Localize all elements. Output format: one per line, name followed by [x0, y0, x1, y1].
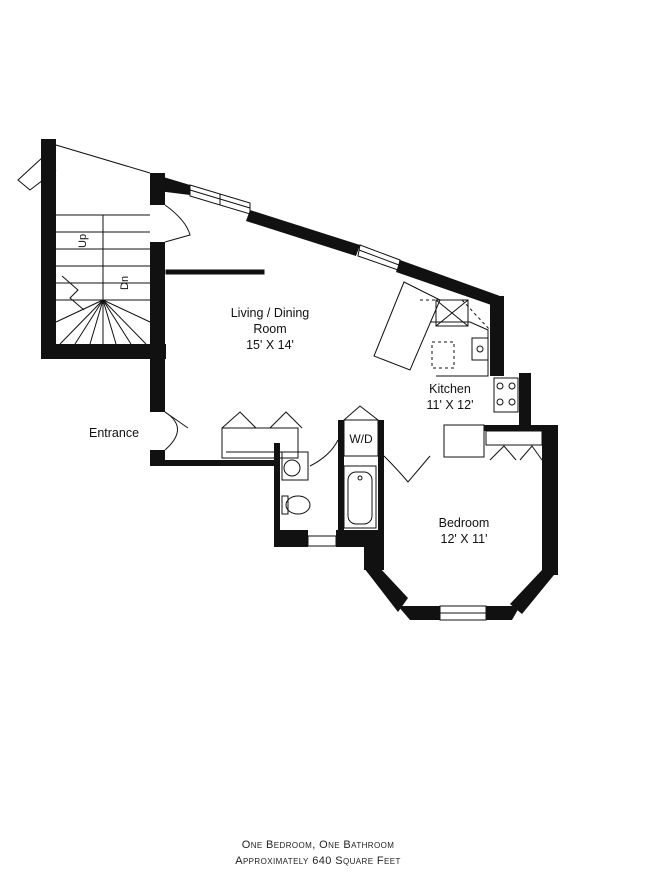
kitchen-counter — [443, 424, 485, 458]
stair-wall-right — [150, 242, 165, 357]
bath-wall-south-1 — [274, 530, 308, 547]
vanity — [281, 451, 309, 481]
living-room-name-line2: Room — [253, 322, 286, 336]
bedroom-bay-bottom-right — [486, 606, 520, 620]
kitchen-sink-icon — [471, 337, 489, 361]
bath-wall-east — [338, 420, 344, 532]
stair-down-label: Dn — [119, 276, 131, 290]
stair-wall-left — [41, 139, 56, 359]
dishwasher-icon — [431, 341, 455, 369]
north-wall-3 — [396, 260, 500, 308]
bath-wall-south-2 — [336, 530, 380, 547]
toilet-icon — [285, 495, 311, 515]
kitchen-fixtures — [373, 281, 519, 458]
living-wall-south — [150, 460, 280, 466]
windows — [189, 184, 487, 621]
stair-wall-bottom — [41, 344, 166, 359]
bathroom-fixtures — [281, 451, 377, 547]
kitchen-island — [373, 281, 441, 371]
bedroom-wall-east — [542, 425, 558, 575]
washer-dryer-label: W/D — [349, 432, 373, 446]
kitchen-wall-east — [490, 296, 504, 376]
kitchen-wall-east-2 — [519, 373, 531, 425]
range-icon — [493, 377, 519, 413]
living-room-dims: 15' X 14' — [246, 338, 294, 352]
bedroom-corner — [364, 545, 384, 570]
bedroom-wall-north — [484, 425, 558, 431]
fridge-icon — [435, 299, 469, 327]
bedroom-bay-left — [364, 568, 408, 612]
kitchen-dims: 11' X 12' — [427, 398, 474, 412]
caption-line2: Approximately 640 Square Feet — [235, 855, 401, 867]
bath-wall-east-2 — [378, 420, 384, 570]
bedroom-bay-right — [510, 570, 558, 614]
sink-icon — [283, 459, 301, 477]
bedroom-name: Bedroom — [439, 516, 490, 530]
caption-line1: One Bedroom, One Bathroom — [242, 839, 395, 851]
bath-wall-west — [274, 443, 280, 547]
walls — [41, 139, 558, 620]
bathtub-icon — [343, 465, 377, 529]
living-room-name-line1: Living / Dining — [231, 306, 310, 320]
kitchen-name: Kitchen — [429, 382, 471, 396]
entrance-label: Entrance — [89, 426, 139, 440]
stair-up-label: Up — [77, 234, 89, 248]
doors — [17, 144, 543, 483]
living-wall-west-mid — [150, 356, 165, 412]
north-wall-2 — [246, 210, 360, 256]
staircase — [55, 214, 151, 345]
bedroom-dims: 12' X 11' — [441, 532, 488, 546]
north-wall-1 — [150, 173, 190, 195]
bedroom-bay-bottom-left — [398, 606, 440, 620]
